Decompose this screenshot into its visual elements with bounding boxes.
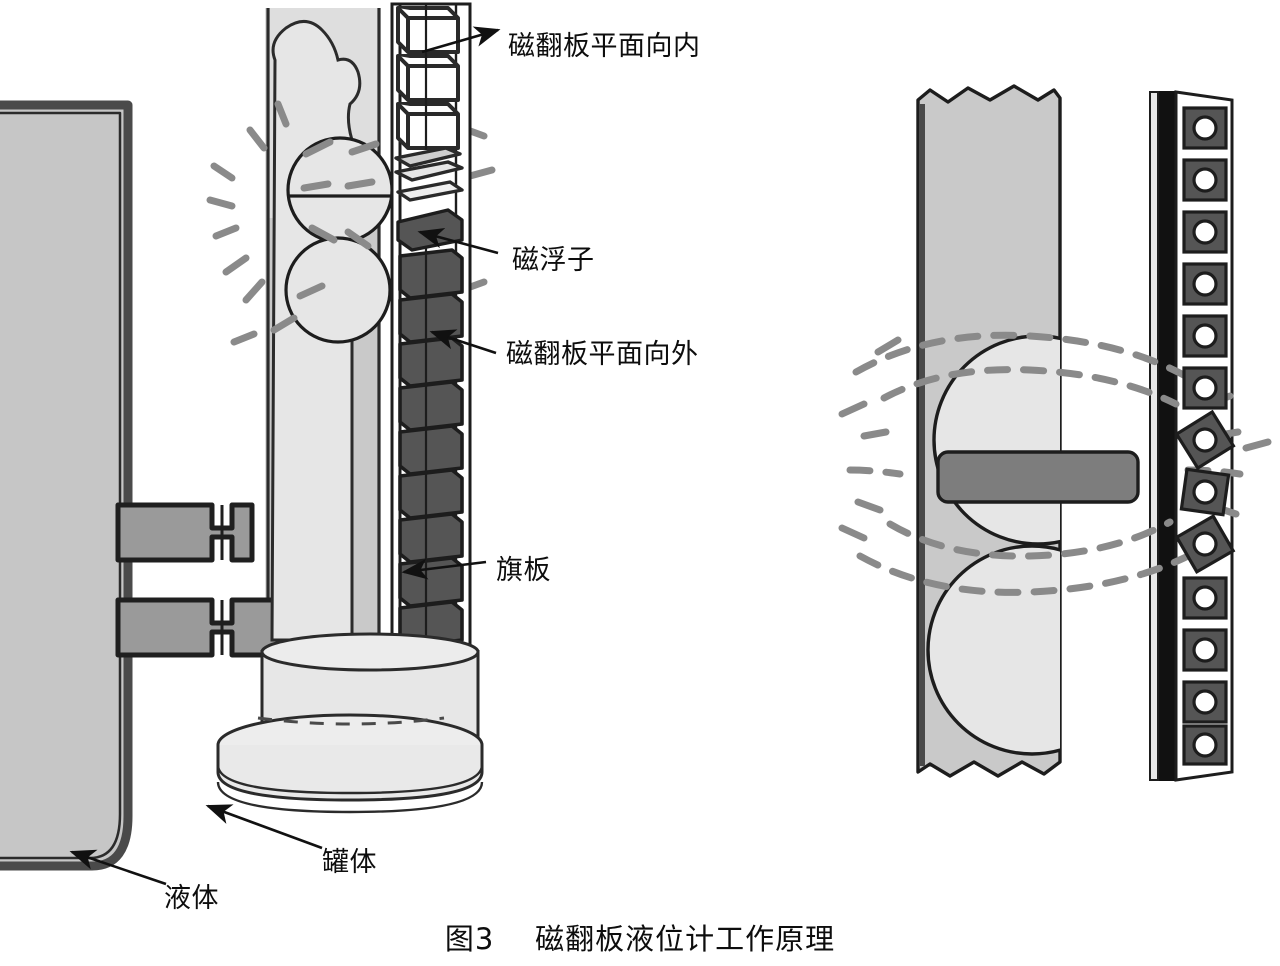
detail-float-lower	[926, 544, 1060, 756]
flags-white-group	[396, 6, 460, 150]
leader-liquid	[69, 849, 167, 886]
label-float: 磁浮子	[512, 245, 595, 276]
detail-flag	[1182, 262, 1228, 306]
flags-dark-group	[398, 248, 464, 648]
left-overall-view	[0, 2, 501, 886]
label-liquid: 液体	[164, 883, 219, 914]
flag-white	[396, 102, 460, 150]
bar-magnet	[936, 450, 1140, 504]
indicator-black-strip	[1157, 91, 1177, 781]
detail-flag	[1182, 106, 1228, 150]
magnetic-float-lower	[284, 236, 392, 344]
detail-flag	[1182, 314, 1228, 358]
flag-flipping	[394, 146, 462, 168]
lower-flange-shape	[115, 597, 285, 658]
upper-flange-shape	[115, 502, 255, 563]
chamber-base	[216, 632, 484, 814]
flag-dark	[398, 424, 464, 476]
lower-connection-flange	[115, 597, 285, 658]
flag-flipping	[394, 160, 464, 182]
detail-flag	[1182, 366, 1228, 410]
detail-flag-flipping	[1179, 467, 1231, 517]
base-top-ellipse	[260, 632, 480, 672]
flag-dark	[398, 336, 464, 388]
label-flap-inward: 磁翻板平面向内	[508, 31, 701, 62]
detail-flag	[1182, 576, 1228, 620]
base-disc-body	[216, 745, 484, 802]
flag-dark	[398, 512, 464, 564]
magnetic-float-group	[284, 136, 396, 344]
flags-flipping-group	[394, 146, 464, 202]
leader-tank-body	[205, 804, 323, 850]
label-flag-plate: 旗板	[496, 555, 551, 586]
base-disc-ridge-2	[216, 781, 484, 814]
detail-flag-flipping	[1174, 409, 1236, 471]
flag-dark	[398, 380, 464, 432]
flag-dark	[398, 468, 464, 520]
detail-flag	[1182, 680, 1228, 724]
label-flap-outward: 磁翻板平面向外	[506, 339, 699, 370]
leader-flap-outward	[429, 329, 497, 355]
leader-flag-plate	[401, 558, 487, 580]
flag-flipping	[396, 180, 464, 202]
label-tank-body: 罐体	[322, 847, 377, 878]
bar-magnet-body	[936, 450, 1140, 504]
detail-flag	[1182, 724, 1228, 766]
flag-indicator-column	[390, 2, 472, 658]
detail-flag	[1182, 628, 1228, 672]
base-disc-ridge-1	[216, 764, 484, 795]
tank-liquid-fill	[0, 105, 128, 866]
detail-flag-flipping	[1174, 513, 1236, 575]
flag-dark	[398, 248, 464, 300]
leader-float	[417, 228, 499, 255]
detail-flag	[1182, 210, 1228, 254]
upper-connection-flange	[115, 502, 255, 563]
base-hidden-edge	[257, 716, 445, 726]
figure-caption: 图3 磁翻板液位计工作原理	[444, 922, 836, 956]
tank-vessel	[0, 100, 133, 871]
right-detail-view	[838, 84, 1272, 782]
leader-lines-left	[69, 26, 501, 886]
indicator-gap-strip	[1149, 91, 1159, 781]
flag-white	[396, 54, 460, 102]
flag-white	[396, 6, 460, 54]
leader-flap-inward	[421, 26, 501, 54]
detail-flags-group	[1174, 106, 1236, 766]
flag-dark	[398, 292, 464, 344]
detail-flag	[1182, 158, 1228, 202]
